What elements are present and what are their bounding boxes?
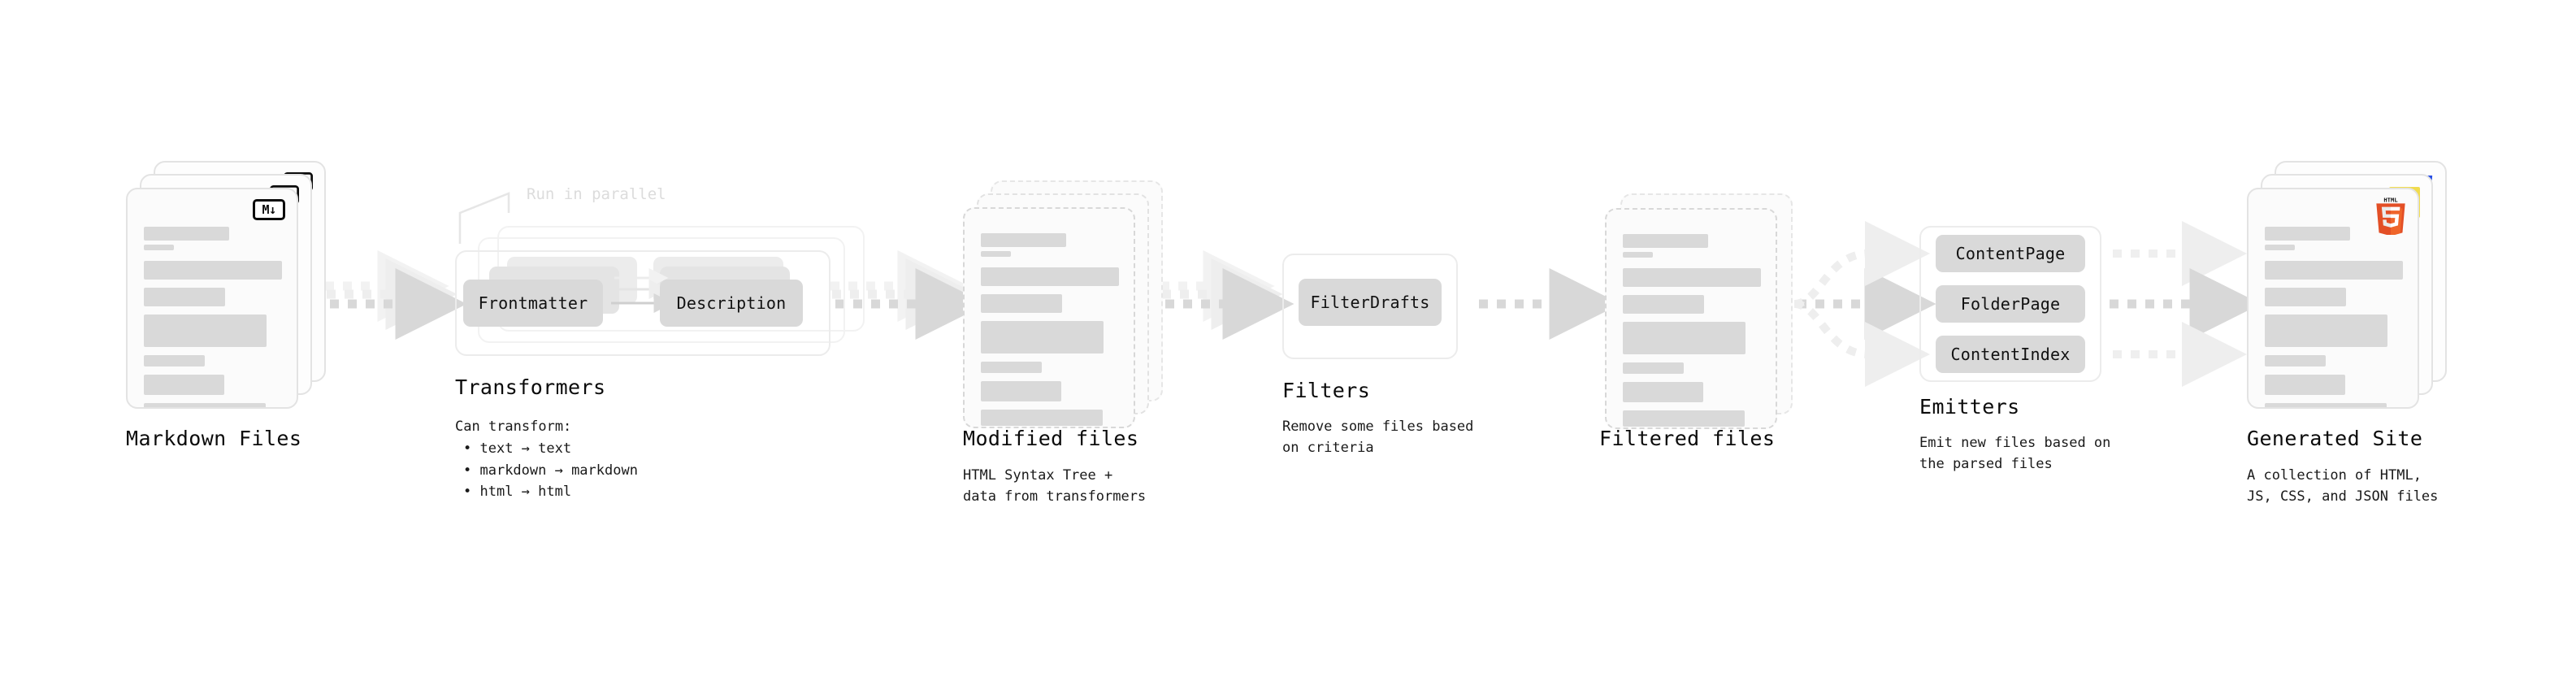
skeleton-title bbox=[144, 227, 230, 241]
filtered-card-skeleton bbox=[1623, 234, 1761, 427]
filtered-files-title: Filtered files bbox=[1599, 427, 1776, 450]
markdown-card-skeleton bbox=[144, 227, 282, 407]
skeleton-line bbox=[981, 294, 1063, 313]
transformers-title: Transformers bbox=[455, 375, 606, 399]
markdown-badge-icon: M↓ bbox=[253, 199, 285, 220]
transformer-chip-frontmatter[interactable]: Frontmatter bbox=[463, 280, 603, 327]
transformers-group-front[interactable] bbox=[455, 250, 830, 356]
skeleton-line bbox=[981, 362, 1042, 373]
skeleton-line bbox=[144, 375, 224, 395]
skeleton-line bbox=[981, 410, 1103, 426]
skeleton-line bbox=[981, 267, 1119, 286]
filter-chip-filterdrafts[interactable]: FilterDrafts bbox=[1299, 279, 1442, 326]
transformers-lead: Can transform: bbox=[455, 419, 572, 435]
filters-title: Filters bbox=[1282, 379, 1371, 402]
skeleton-title bbox=[2265, 227, 2351, 241]
skeleton-line bbox=[144, 314, 267, 347]
skeleton-line bbox=[2265, 355, 2326, 367]
arrow-emitters-to-site bbox=[2110, 221, 2262, 387]
generated-site-description: A collection of HTML, JS, CSS, and JSON … bbox=[2247, 467, 2439, 505]
skeleton-subtitle bbox=[2265, 245, 2296, 250]
skeleton-line bbox=[981, 381, 1061, 401]
filters-description: Remove some files based on criteria bbox=[1282, 419, 1474, 457]
skeleton-line bbox=[144, 261, 282, 280]
emitter-chip-contentpage[interactable]: ContentPage bbox=[1936, 235, 2085, 272]
skeleton-line bbox=[2265, 403, 2387, 407]
emitters-group[interactable] bbox=[1919, 226, 2101, 382]
bullet-text: text → text bbox=[463, 438, 638, 459]
transformers-bullet-list: text → text markdown → markdown html → h… bbox=[455, 438, 638, 502]
skeleton-line bbox=[144, 288, 226, 306]
transformers-description: Can transform: text → text markdown → ma… bbox=[455, 416, 638, 502]
skeleton-line bbox=[2265, 375, 2345, 395]
modified-card-front[interactable] bbox=[963, 207, 1135, 428]
skeleton-line bbox=[1623, 362, 1684, 374]
html5-badge-icon: HTML bbox=[2374, 197, 2407, 236]
emitters-title: Emitters bbox=[1919, 395, 2020, 419]
skeleton-line bbox=[1623, 382, 1703, 402]
modified-card-skeleton bbox=[981, 233, 1119, 426]
emitters-description: Emit new files based on the parsed files bbox=[1919, 435, 2111, 473]
filters-group[interactable] bbox=[1282, 254, 1458, 359]
svg-text:HTML: HTML bbox=[2383, 197, 2398, 204]
skeleton-line bbox=[144, 355, 205, 367]
markdown-files-title: Markdown Files bbox=[126, 427, 302, 450]
skeleton-subtitle bbox=[1623, 252, 1654, 258]
run-in-parallel-label: Run in parallel bbox=[527, 185, 666, 203]
generated-card-skeleton bbox=[2265, 227, 2403, 407]
skeleton-subtitle bbox=[981, 251, 1012, 257]
generated-card-front[interactable]: HTML bbox=[2247, 188, 2419, 409]
skeleton-subtitle bbox=[144, 245, 175, 250]
emitter-chip-folderpage[interactable]: FolderPage bbox=[1936, 285, 2085, 323]
transformer-chip-description[interactable]: Description bbox=[660, 280, 803, 327]
skeleton-line bbox=[2265, 261, 2403, 280]
emitter-chip-contentindex[interactable]: ContentIndex bbox=[1936, 336, 2085, 373]
skeleton-line bbox=[981, 321, 1104, 354]
skeleton-line bbox=[144, 403, 266, 407]
skeleton-line bbox=[1623, 295, 1705, 314]
modified-files-title: Modified files bbox=[963, 427, 1139, 450]
skeleton-line bbox=[1623, 268, 1761, 287]
modified-files-description: HTML Syntax Tree + data from transformer… bbox=[963, 467, 1147, 505]
generated-site-title: Generated Site bbox=[2247, 427, 2423, 450]
skeleton-line bbox=[2265, 288, 2347, 306]
skeleton-line bbox=[2265, 314, 2388, 347]
bullet-markdown: markdown → markdown bbox=[463, 460, 637, 481]
skeleton-title bbox=[1623, 234, 1709, 248]
filtered-card-front[interactable] bbox=[1605, 208, 1777, 429]
skeleton-line bbox=[1623, 322, 1746, 354]
arrow-filtered-to-emitters bbox=[1780, 221, 1936, 387]
skeleton-title bbox=[981, 233, 1067, 247]
markdown-card-front[interactable]: M↓ bbox=[126, 188, 298, 409]
bullet-html: html → html bbox=[463, 481, 638, 502]
skeleton-line bbox=[1623, 410, 1745, 427]
